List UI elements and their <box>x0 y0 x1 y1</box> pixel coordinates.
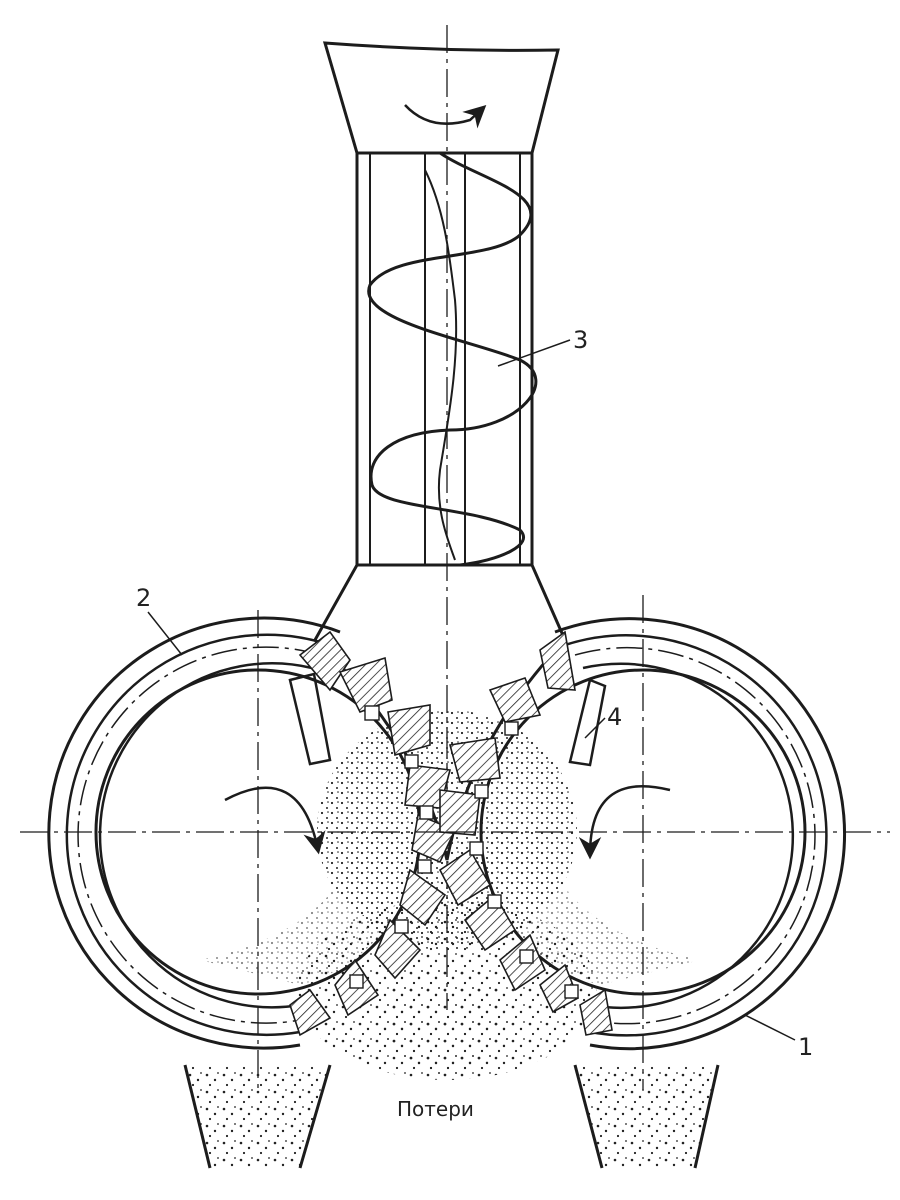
label-scraper: 4 <box>607 703 622 731</box>
screw-rotation-arrow <box>404 104 487 129</box>
label-left-ring: 2 <box>136 584 151 612</box>
label-screw-feeder: 3 <box>573 326 588 354</box>
left-scraper <box>288 672 332 766</box>
left-roller-rotation-arrow <box>224 786 326 855</box>
right-roller-rotation-arrow <box>578 785 671 860</box>
right-roller <box>438 617 847 1051</box>
left-roller <box>47 616 457 1050</box>
leader-lines <box>147 339 796 1041</box>
label-losses: Потери <box>397 1097 474 1121</box>
hopper <box>322 41 560 155</box>
left-discharge-chute <box>183 1064 332 1169</box>
screw-helix <box>367 151 538 567</box>
right-discharge-chute <box>573 1064 720 1169</box>
losses-falling-material <box>382 965 512 1075</box>
label-right-ring: 1 <box>798 1033 813 1061</box>
right-scraper <box>568 678 607 767</box>
